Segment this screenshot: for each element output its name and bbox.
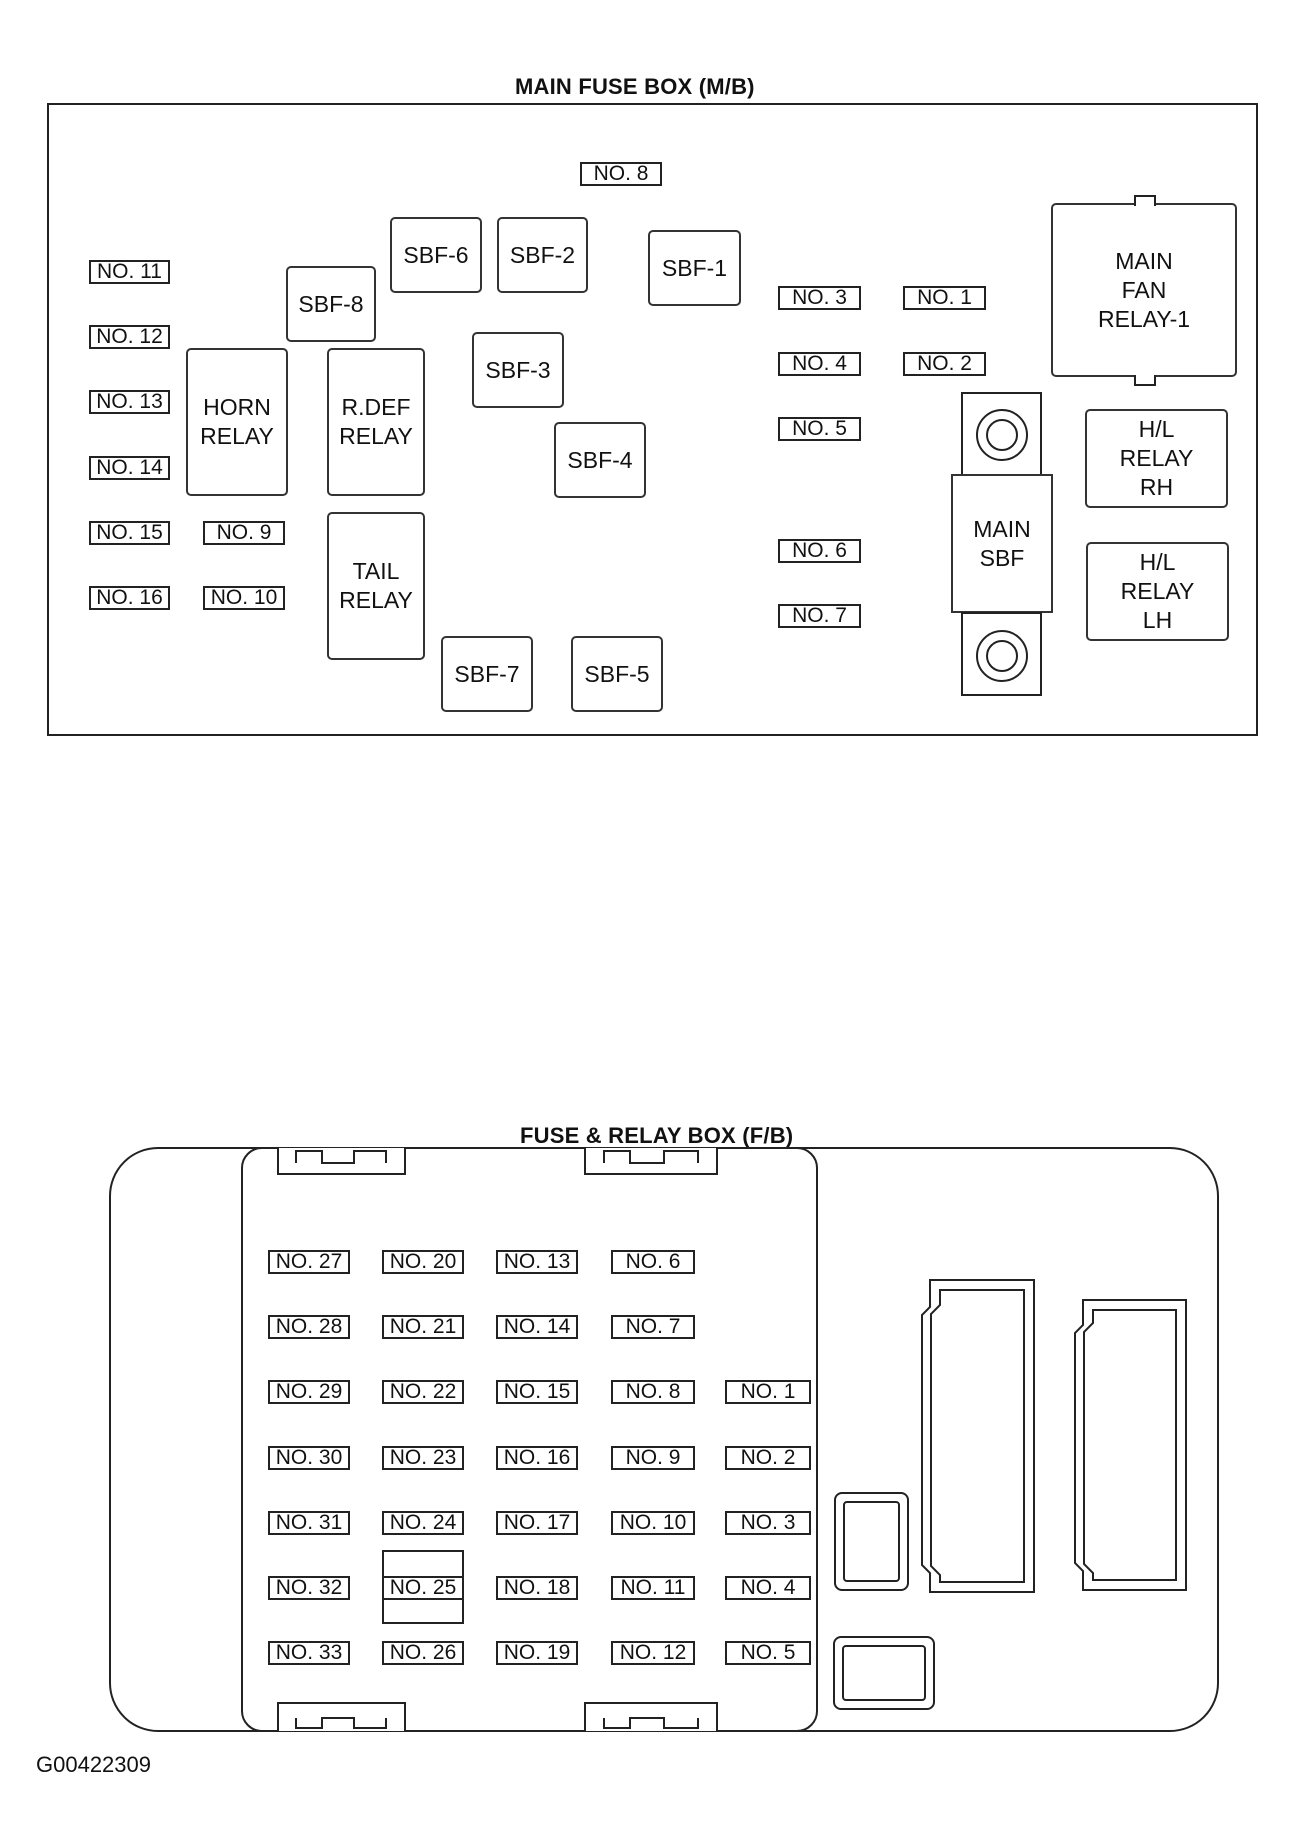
fuse-no-3-fb: NO. 3 xyxy=(725,1511,811,1535)
fuse-no-10: NO. 10 xyxy=(203,586,285,610)
fuse-no-16: NO. 16 xyxy=(89,586,170,610)
sbf-4: SBF-4 xyxy=(554,422,646,498)
fuse-no-9-fb: NO. 9 xyxy=(611,1446,695,1470)
sbf-2: SBF-2 xyxy=(497,217,588,293)
fuse-no-26: NO. 26 xyxy=(382,1641,464,1665)
fuse-no-14: NO. 14 xyxy=(89,456,170,480)
fuse-no-4-fb: NO. 4 xyxy=(725,1576,811,1600)
fuse-no-20: NO. 20 xyxy=(382,1250,464,1274)
fuse-no-10-fb: NO. 10 xyxy=(611,1511,695,1535)
sbf-1: SBF-1 xyxy=(648,230,741,306)
fuse-no-5-fb: NO. 5 xyxy=(725,1641,811,1665)
fuse-no-6: NO. 6 xyxy=(778,539,861,563)
fuse-no-32: NO. 32 xyxy=(268,1576,350,1600)
fuse-no-31: NO. 31 xyxy=(268,1511,350,1535)
fuse-no-6-fb: NO. 6 xyxy=(611,1250,695,1274)
fuse-no-12: NO. 12 xyxy=(89,325,170,349)
fuse-no-18-fb: NO. 18 xyxy=(496,1576,578,1600)
fuse-no-33: NO. 33 xyxy=(268,1641,350,1665)
fuse-no-28: NO. 28 xyxy=(268,1315,350,1339)
horn-relay: HORN RELAY xyxy=(186,348,288,496)
fuse-no-8-fb: NO. 8 xyxy=(611,1380,695,1404)
fuse-no-29: NO. 29 xyxy=(268,1380,350,1404)
figure-code: G00422309 xyxy=(36,1752,151,1777)
main-sbf: MAIN SBF xyxy=(951,474,1053,613)
fuse-no-2-fb: NO. 2 xyxy=(725,1446,811,1470)
fuse-no-21: NO. 21 xyxy=(382,1315,464,1339)
fuse-no-11-fb: NO. 11 xyxy=(611,1576,695,1600)
tail-relay: TAIL RELAY xyxy=(327,512,425,660)
fuse-no-23: NO. 23 xyxy=(382,1446,464,1470)
fuse-relay-box-title: FUSE & RELAY BOX (F/B) xyxy=(520,1123,794,1148)
sbf-7: SBF-7 xyxy=(441,636,533,712)
fuse-no-4: NO. 4 xyxy=(778,352,861,376)
fuse-no-3: NO. 3 xyxy=(778,286,861,310)
fuse-no-1-fb: NO. 1 xyxy=(725,1380,811,1404)
bolt-icon xyxy=(976,630,1028,682)
sbf-3: SBF-3 xyxy=(472,332,564,408)
fuse-no-1: NO. 1 xyxy=(903,286,986,310)
fuse-no-27: NO. 27 xyxy=(268,1250,350,1274)
fuse-no-16-fb: NO. 16 xyxy=(496,1446,578,1470)
fuse-no-11: NO. 11 xyxy=(89,260,170,284)
fuse-no-8: NO. 8 xyxy=(580,162,662,186)
fuse-no-9: NO. 9 xyxy=(203,521,285,545)
fuse-no-5: NO. 5 xyxy=(778,417,861,441)
rdef-relay: R.DEF RELAY xyxy=(327,348,425,496)
fuse-no-13: NO. 13 xyxy=(89,390,170,414)
relay-bottom-tab xyxy=(1134,375,1156,386)
sbf-6: SBF-6 xyxy=(390,217,482,293)
fuse-no-15-fb: NO. 15 xyxy=(496,1380,578,1404)
bolt-icon xyxy=(976,409,1028,461)
fuse-no-15: NO. 15 xyxy=(89,521,170,545)
fuse-no-14-fb: NO. 14 xyxy=(496,1315,578,1339)
main-sbf-bottom-terminal xyxy=(961,612,1042,696)
fuse-no-13-fb: NO. 13 xyxy=(496,1250,578,1274)
hl-relay-lh: H/L RELAY LH xyxy=(1086,542,1229,641)
fuse-no-30: NO. 30 xyxy=(268,1446,350,1470)
fuse-no-19-fb: NO. 19 xyxy=(496,1641,578,1665)
fuse-no-2: NO. 2 xyxy=(903,352,986,376)
fuse-no-7: NO. 7 xyxy=(778,604,861,628)
fuse-no-25: NO. 25 xyxy=(382,1576,464,1600)
fuse-no-22: NO. 22 xyxy=(382,1380,464,1404)
fuse-no-12-fb: NO. 12 xyxy=(611,1641,695,1665)
hl-relay-rh: H/L RELAY RH xyxy=(1085,409,1228,508)
main-fuse-box-title: MAIN FUSE BOX (M/B) xyxy=(515,74,755,99)
fuse-no-24: NO. 24 xyxy=(382,1511,464,1535)
main-sbf-top-terminal xyxy=(961,392,1042,476)
main-fan-relay-1: MAIN FAN RELAY-1 xyxy=(1051,203,1237,377)
fuse-no-17-fb: NO. 17 xyxy=(496,1511,578,1535)
fuse-no-7-fb: NO. 7 xyxy=(611,1315,695,1339)
sbf-8: SBF-8 xyxy=(286,266,376,342)
relay-top-tab xyxy=(1134,195,1156,206)
sbf-5: SBF-5 xyxy=(571,636,663,712)
